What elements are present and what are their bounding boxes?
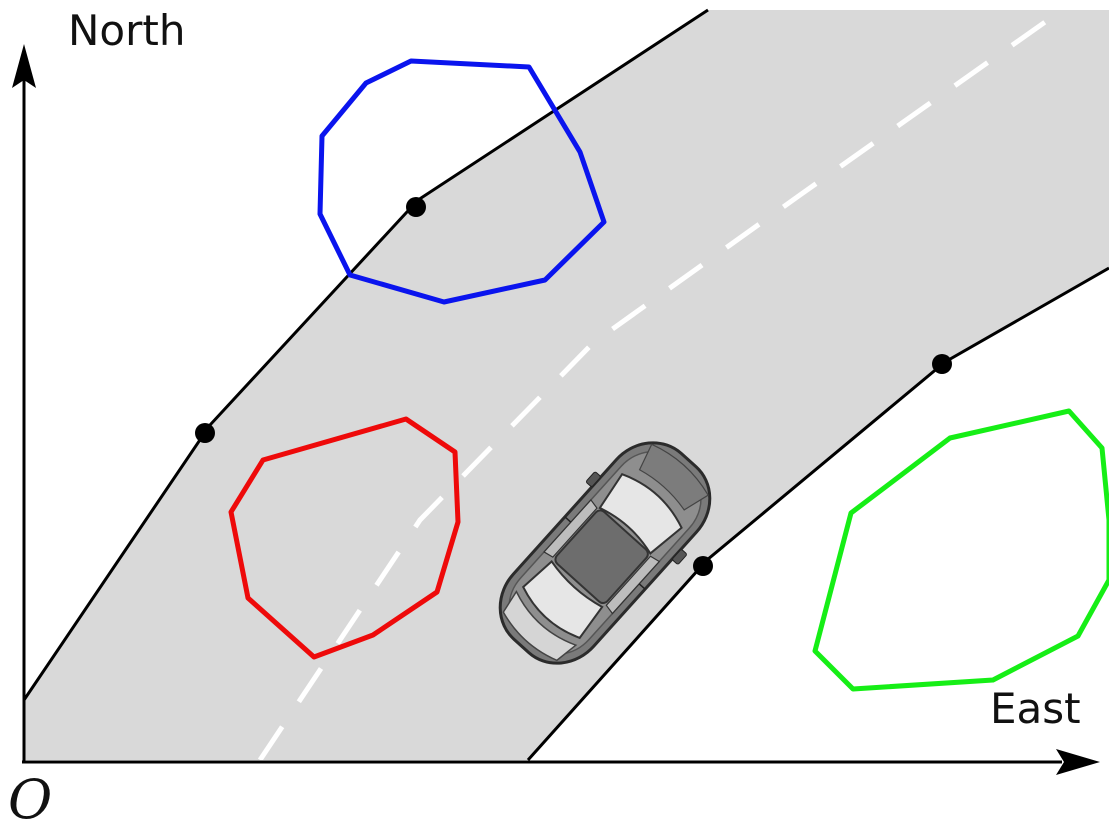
car-icon	[498, 441, 712, 665]
obstacle-red	[228, 416, 461, 660]
east-axis-label: East	[990, 684, 1081, 733]
east-axis-arrowhead	[1056, 749, 1100, 775]
waypoint-dot	[693, 556, 713, 576]
waypoint-dot	[932, 354, 952, 374]
origin-label: O	[8, 768, 52, 825]
north-axis-label: North	[68, 6, 185, 55]
waypoint-dot	[406, 197, 426, 217]
road-right-edge	[526, 266, 1109, 762]
obstacle-green	[812, 408, 1109, 692]
north-axis-arrowhead	[12, 44, 36, 88]
road-surface	[24, 10, 1109, 760]
obstacle-blue	[317, 58, 607, 305]
road-left-edge	[22, 8, 709, 701]
waypoint-dot	[195, 423, 215, 443]
